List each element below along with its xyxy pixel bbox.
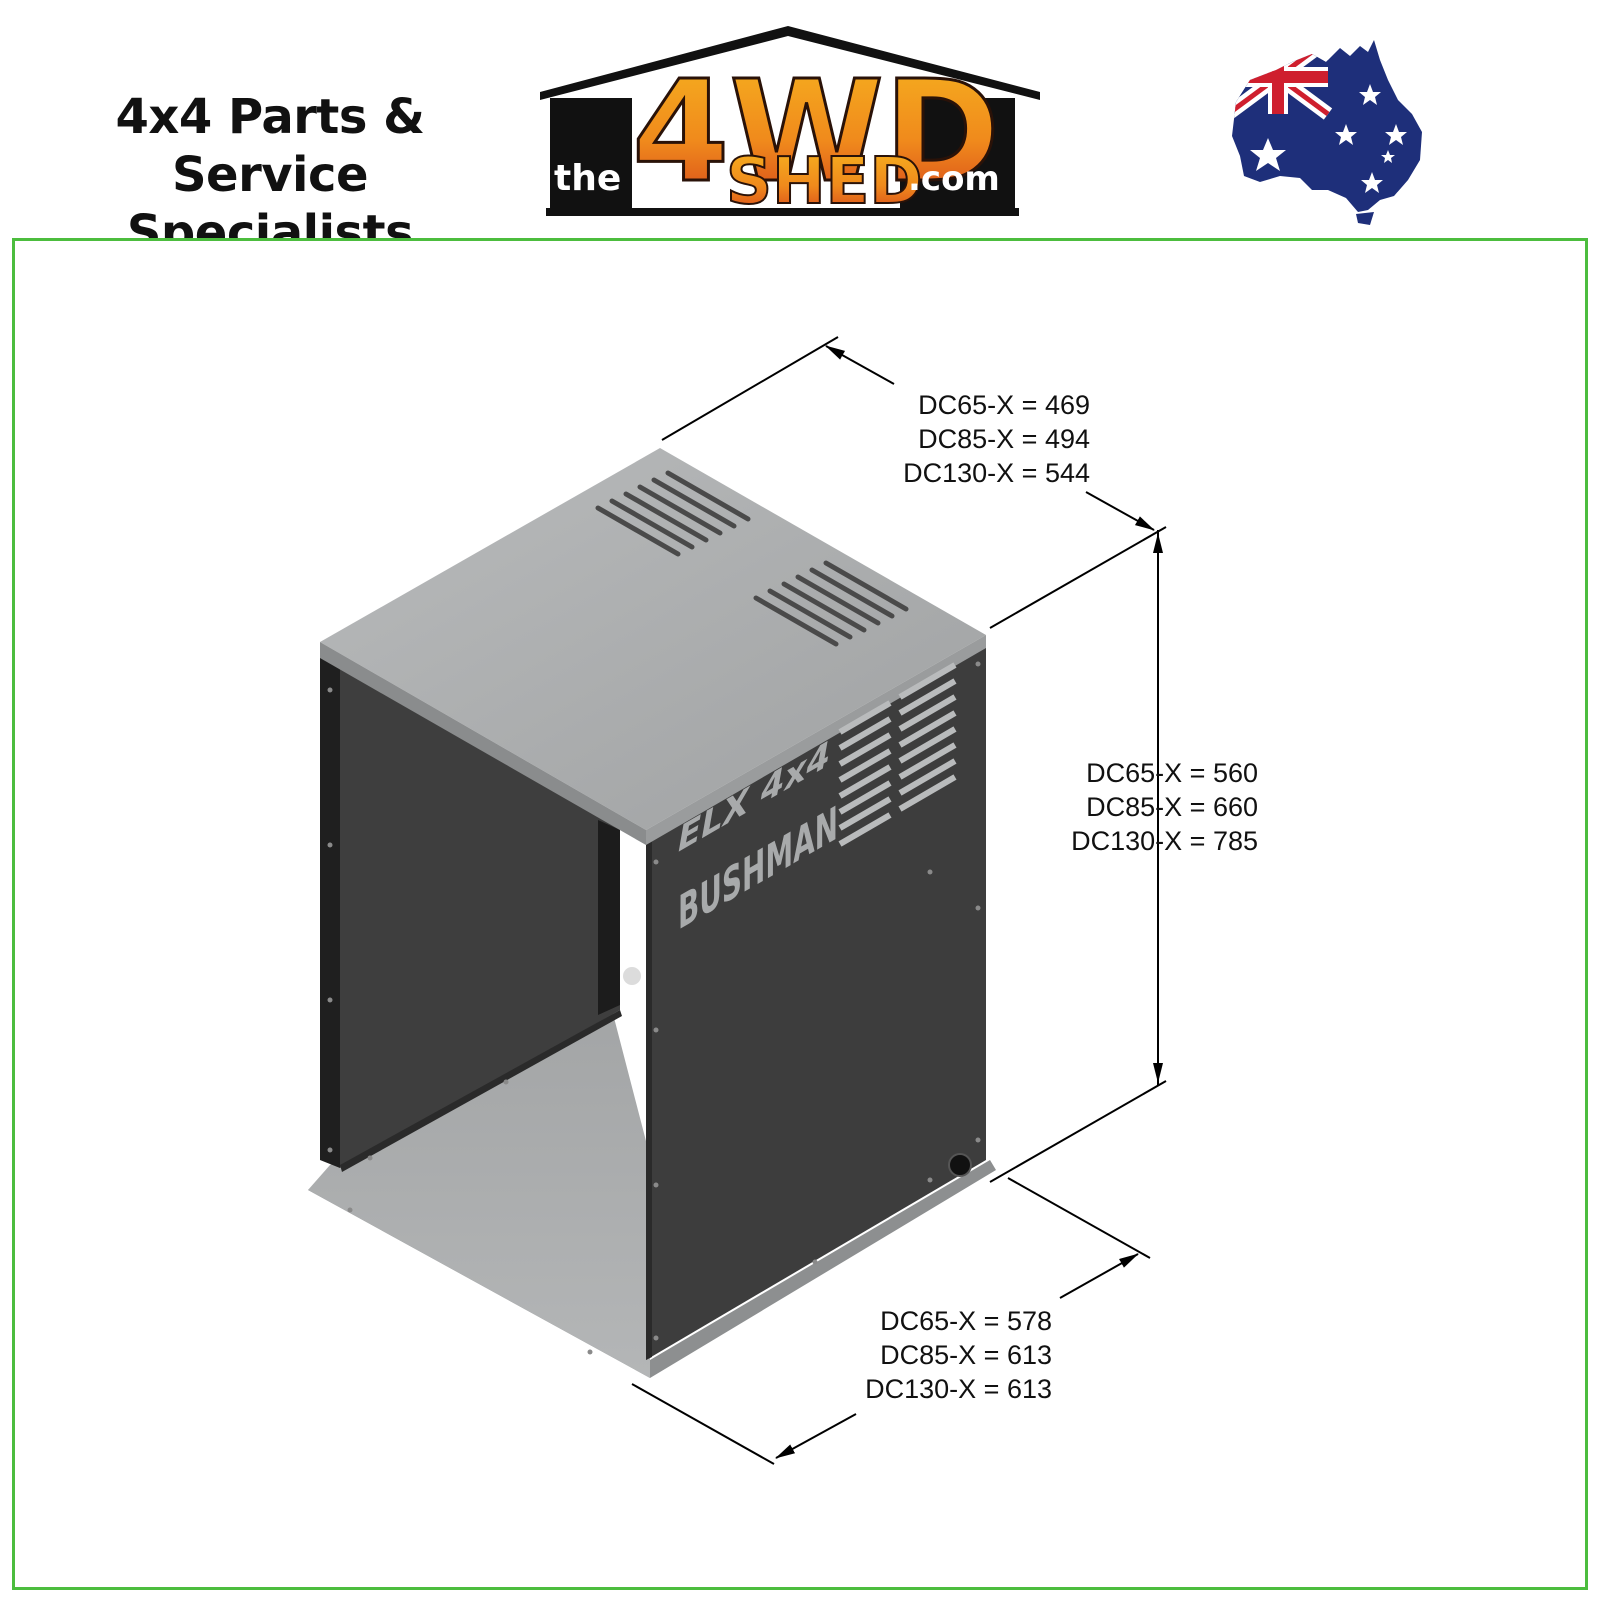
width-extension-right: [989, 526, 1167, 629]
bushman-enclosure: ELX 4x4 BUSHMAN: [308, 448, 996, 1378]
floor-seam: [340, 1010, 622, 1172]
width-label-dc130: DC130-X = 544: [903, 458, 1090, 488]
depth-labels: DC65-X = 578 DC85-X = 613 DC130-X = 613: [865, 1306, 1052, 1404]
depth-arrow-right: [1059, 1253, 1139, 1299]
australia-flag-map-icon: [1232, 40, 1422, 225]
logo-sub-text: SHED: [726, 145, 923, 219]
width-labels: DC65-X = 469 DC85-X = 494 DC130-X = 544: [903, 390, 1090, 488]
inner-frame-post: [598, 820, 620, 1015]
front-vent-left: [838, 700, 892, 847]
depth-label-dc65: DC65-X = 578: [880, 1306, 1052, 1336]
base-plate: [308, 1010, 660, 1378]
depth-label-dc85: DC85-X = 613: [880, 1340, 1052, 1370]
top-lid-front-edge: [320, 642, 646, 845]
the4wdshed-logo[interactable]: 4WD SHED the .com: [540, 20, 1040, 225]
height-label-dc130: DC130-X = 785: [1071, 826, 1258, 856]
top-lid-side-edge: [646, 635, 986, 845]
dimension-lines: [631, 336, 1167, 1465]
front-panel: [646, 640, 986, 1360]
lid-vent-group-2: [753, 560, 909, 647]
front-vent-right: [898, 662, 957, 812]
side-grommet: [623, 967, 641, 985]
depth-extension-right: [1007, 1177, 1151, 1259]
logo-suffix-text: .com: [908, 159, 1000, 199]
top-lid: [320, 448, 986, 830]
width-arrow-bottom: [1085, 491, 1155, 531]
left-frame-post: [320, 655, 340, 1168]
front-panel-edge: [646, 833, 652, 1360]
cable-port: [948, 1153, 972, 1177]
depth-arrow-left: [775, 1413, 857, 1459]
depth-label-dc130: DC130-X = 613: [865, 1374, 1052, 1404]
height-labels: DC65-X = 560 DC85-X = 660 DC130-X = 785: [1071, 758, 1258, 856]
width-label-dc85: DC85-X = 494: [918, 424, 1090, 454]
panel-screws: [327, 661, 981, 1355]
width-label-dc65: DC65-X = 469: [918, 390, 1090, 420]
logo-main-text: 4WD: [632, 51, 1000, 214]
height-extension-bottom: [989, 1080, 1167, 1183]
width-arrow-top: [825, 345, 895, 385]
page-header: 4x4 Parts & Service Specialists 4WD SHED…: [0, 0, 1600, 261]
height-label-dc65: DC65-X = 560: [1086, 758, 1258, 788]
tagline-line-1: 4x4 Parts & Service: [115, 89, 425, 203]
width-extension-left: [661, 336, 839, 441]
lid-vent-group-1: [595, 470, 751, 557]
logo-prefix-text: the: [554, 158, 621, 199]
depth-extension-left: [631, 1383, 775, 1465]
height-label-dc85: DC85-X = 660: [1086, 792, 1258, 822]
